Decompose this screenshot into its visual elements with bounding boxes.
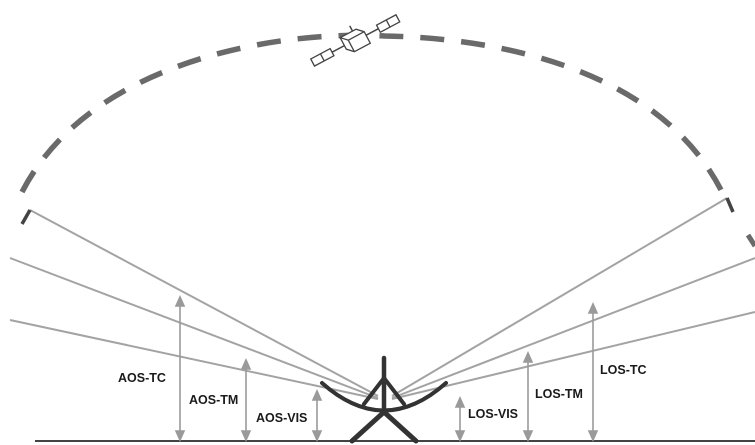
los-vis-sight-line — [391, 311, 755, 400]
aos-tm-sight-line — [9, 257, 379, 399]
los-tc-end-tick — [725, 197, 735, 213]
los-tm-arrow — [522, 351, 534, 442]
aos-tm-arrow — [240, 358, 252, 442]
aos-vis-sight-line — [9, 319, 379, 400]
los-tm-sight-line — [391, 257, 755, 399]
los-tc-sight-line — [391, 197, 728, 397]
aos-tc-sight-line — [29, 209, 379, 397]
orbit-arc-right-tail — [745, 233, 755, 248]
los-vis-arrow — [454, 396, 466, 442]
ground-antenna-icon — [320, 355, 448, 444]
aos-vis-label: AOS-VIS — [256, 411, 307, 425]
orbit-arc — [19, 32, 728, 200]
satellite-icon — [309, 13, 401, 67]
los-tm-label: LOS-TM — [535, 387, 583, 401]
right-sight-lines — [391, 197, 755, 400]
los-tc-label: LOS-TC — [600, 363, 647, 377]
aos-tc-label: AOS-TC — [118, 371, 166, 385]
left-sight-lines — [9, 209, 379, 400]
aos-tc-end-tick — [20, 209, 32, 225]
aos-tm-label: AOS-TM — [189, 393, 238, 407]
los-tc-arrow — [587, 302, 599, 442]
aos-tc-arrow — [174, 295, 186, 442]
aos-vis-arrow — [311, 389, 323, 442]
elevation-arrows — [174, 295, 599, 442]
los-vis-label: LOS-VIS — [468, 407, 518, 421]
